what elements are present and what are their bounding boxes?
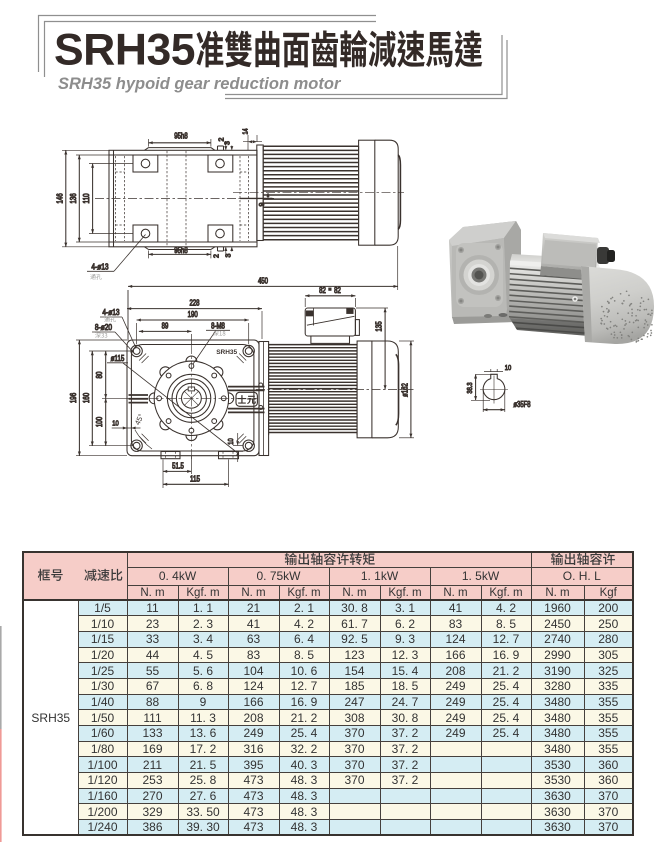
svg-text:450: 450 <box>258 277 269 286</box>
svg-text:SRH35: SRH35 <box>216 349 237 356</box>
svg-text:136: 136 <box>69 193 78 204</box>
svg-text:82: 82 <box>334 286 341 295</box>
svg-text:110: 110 <box>82 193 91 204</box>
svg-text:146: 146 <box>55 193 64 204</box>
svg-text:95h8: 95h8 <box>174 131 187 140</box>
svg-text:SRH35: SRH35 <box>54 26 195 75</box>
svg-text:38.3: 38.3 <box>465 382 474 393</box>
svg-text:4-ø13: 4-ø13 <box>102 308 120 317</box>
svg-text:82: 82 <box>319 286 326 295</box>
svg-text:196: 196 <box>69 392 78 403</box>
svg-text:10: 10 <box>226 438 235 445</box>
svg-text:45°: 45° <box>133 412 146 426</box>
svg-text:80: 80 <box>95 371 104 378</box>
svg-text:3: 3 <box>226 253 233 257</box>
svg-text:ø162: ø162 <box>400 383 409 397</box>
svg-text:95h8: 95h8 <box>174 246 187 255</box>
svg-text:100: 100 <box>95 416 104 427</box>
svg-text:115: 115 <box>190 474 201 483</box>
svg-text:14: 14 <box>243 128 250 134</box>
svg-text:228: 228 <box>189 299 199 308</box>
svg-text:10: 10 <box>505 363 512 372</box>
svg-text:ø35F8: ø35F8 <box>513 400 531 409</box>
svg-text:3: 3 <box>225 141 232 145</box>
svg-text:SRH35 hypoid gear reduction mo: SRH35 hypoid gear reduction motor <box>58 75 342 93</box>
svg-text:10: 10 <box>112 419 119 428</box>
svg-text:89: 89 <box>162 322 169 331</box>
svg-text:ø115: ø115 <box>111 354 125 363</box>
svg-text:8-ø20: 8-ø20 <box>95 323 113 332</box>
svg-text:2: 2 <box>214 254 221 258</box>
svg-text:8-M8: 8-M8 <box>211 322 225 331</box>
svg-text:135: 135 <box>375 321 384 332</box>
svg-text:190: 190 <box>188 310 199 319</box>
svg-text:4-ø13: 4-ø13 <box>91 263 109 272</box>
svg-text:160: 160 <box>82 392 91 403</box>
svg-text:9: 9 <box>259 202 266 206</box>
svg-text:2: 2 <box>218 137 225 141</box>
svg-text:51.5: 51.5 <box>172 461 184 470</box>
